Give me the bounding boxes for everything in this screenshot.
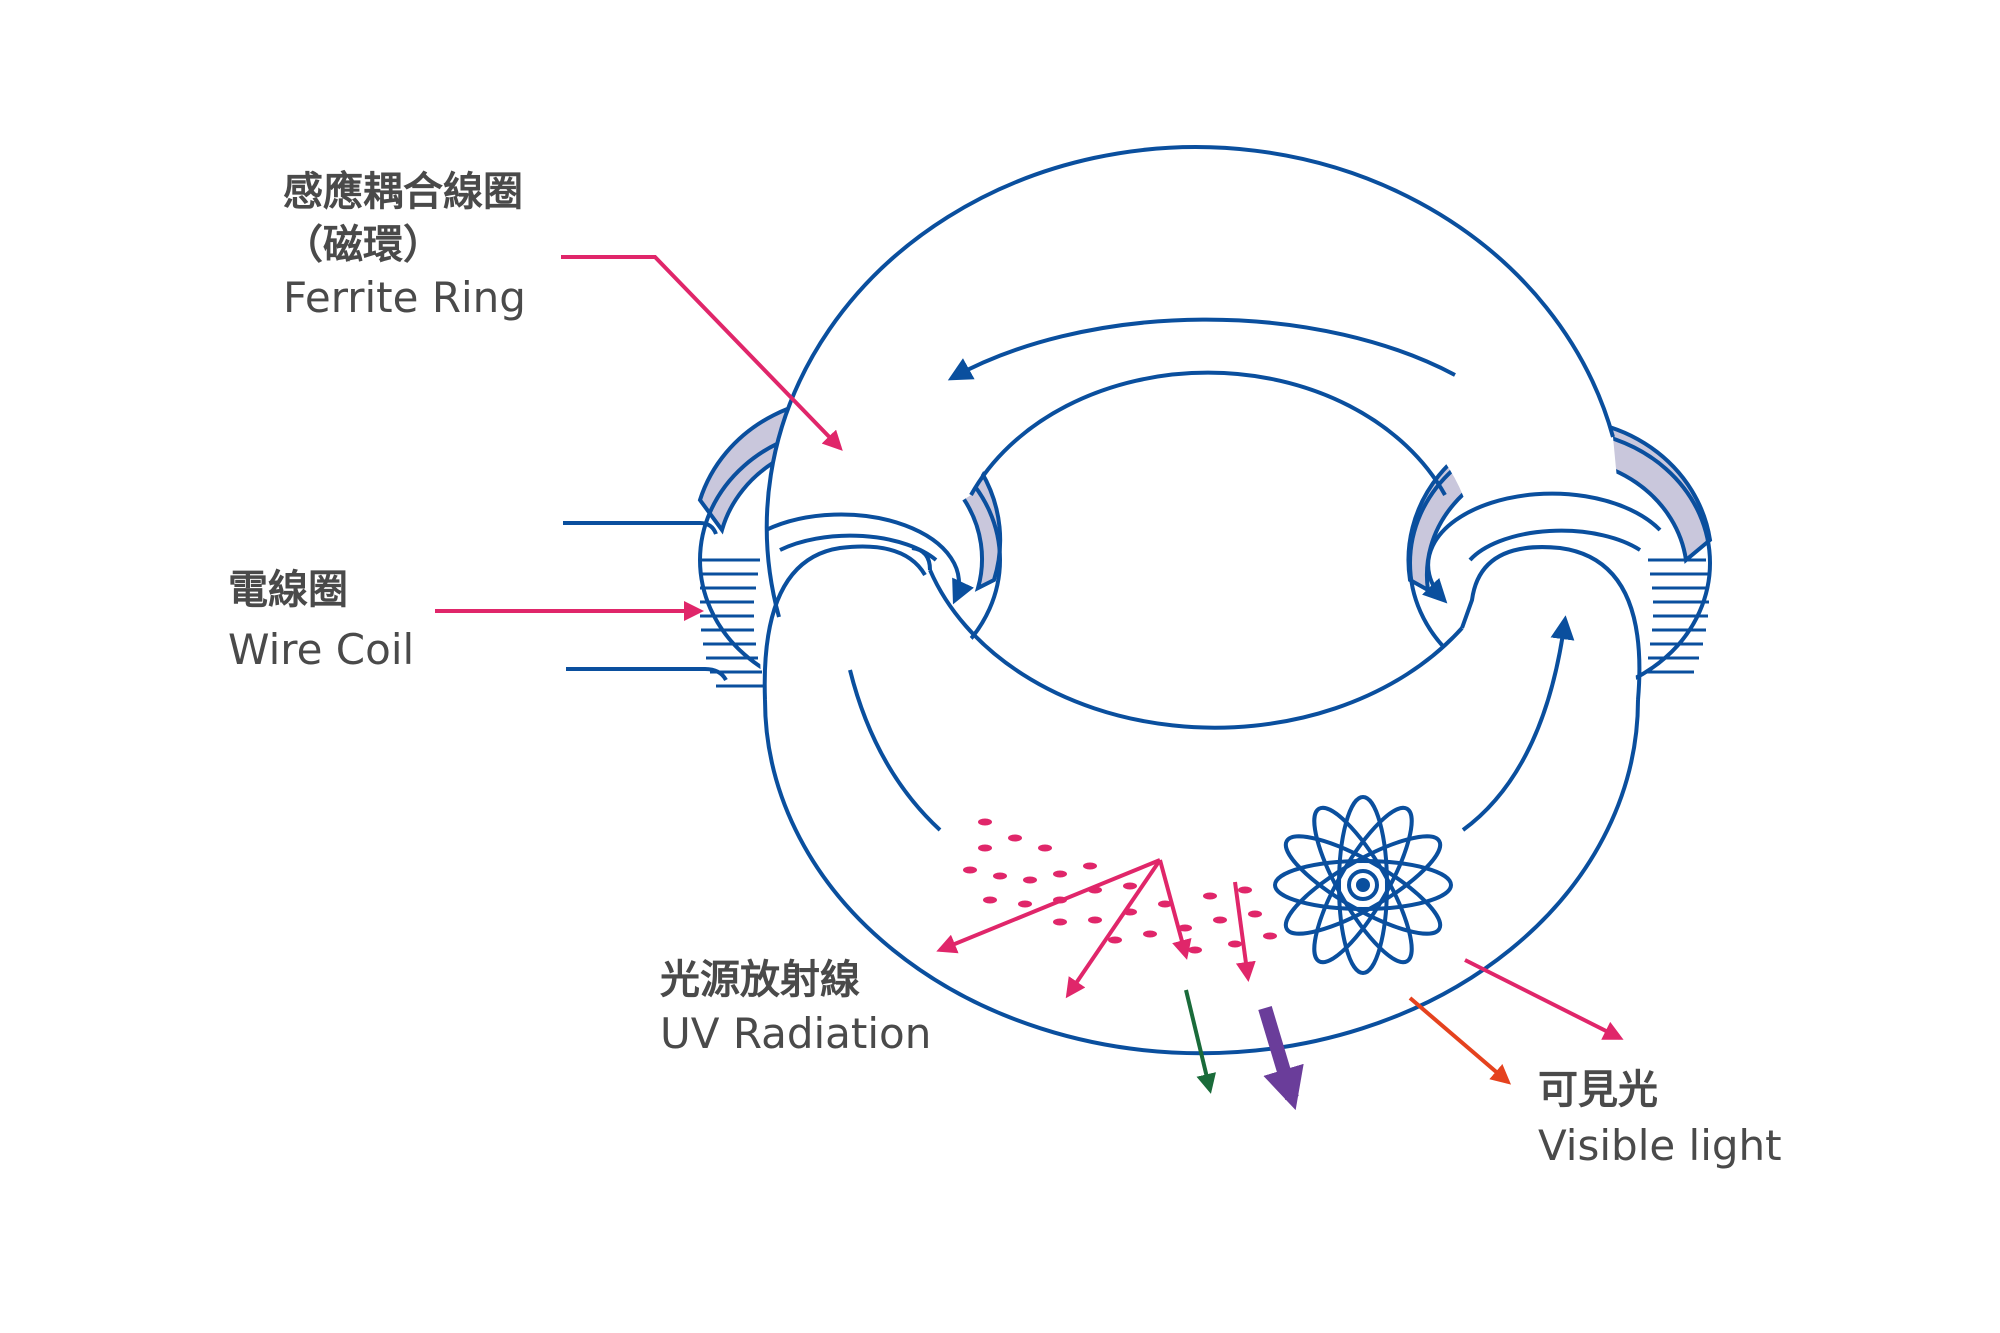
coil-windings-left bbox=[700, 558, 764, 688]
visible-light-arrows bbox=[1408, 958, 1624, 1085]
ferrite-ring-label-zh: 感應耦合線圈 bbox=[283, 169, 523, 215]
coil-windings-right bbox=[1646, 558, 1709, 674]
wire-coil-label-en: Wire Coil bbox=[228, 625, 414, 674]
green-light-arrow bbox=[1184, 989, 1216, 1094]
wire-leads bbox=[563, 521, 728, 682]
current-flow-arrows bbox=[765, 317, 1662, 832]
uv-radiation-label-zh: 光源放射線 bbox=[660, 957, 860, 1003]
uv-radiation-label-en: UV Radiation bbox=[660, 1009, 931, 1058]
purple-light-arrow bbox=[1258, 1005, 1304, 1111]
visible-light-label-zh: 可見光 bbox=[1538, 1067, 1658, 1113]
wire-coil-label-zh: 電線圈 bbox=[228, 567, 348, 613]
atom-symbol bbox=[1273, 795, 1453, 975]
ferrite-ring-pointer bbox=[561, 255, 843, 451]
visible-light-label-en: Visible light bbox=[1538, 1121, 1782, 1170]
ferrite-ring-label-en: Ferrite Ring bbox=[283, 273, 526, 322]
ferrite-ring-label-zh-paren: （磁環） bbox=[283, 222, 443, 268]
lamp-tube bbox=[757, 145, 1642, 1102]
uv-radiation-arrows bbox=[936, 858, 1256, 999]
